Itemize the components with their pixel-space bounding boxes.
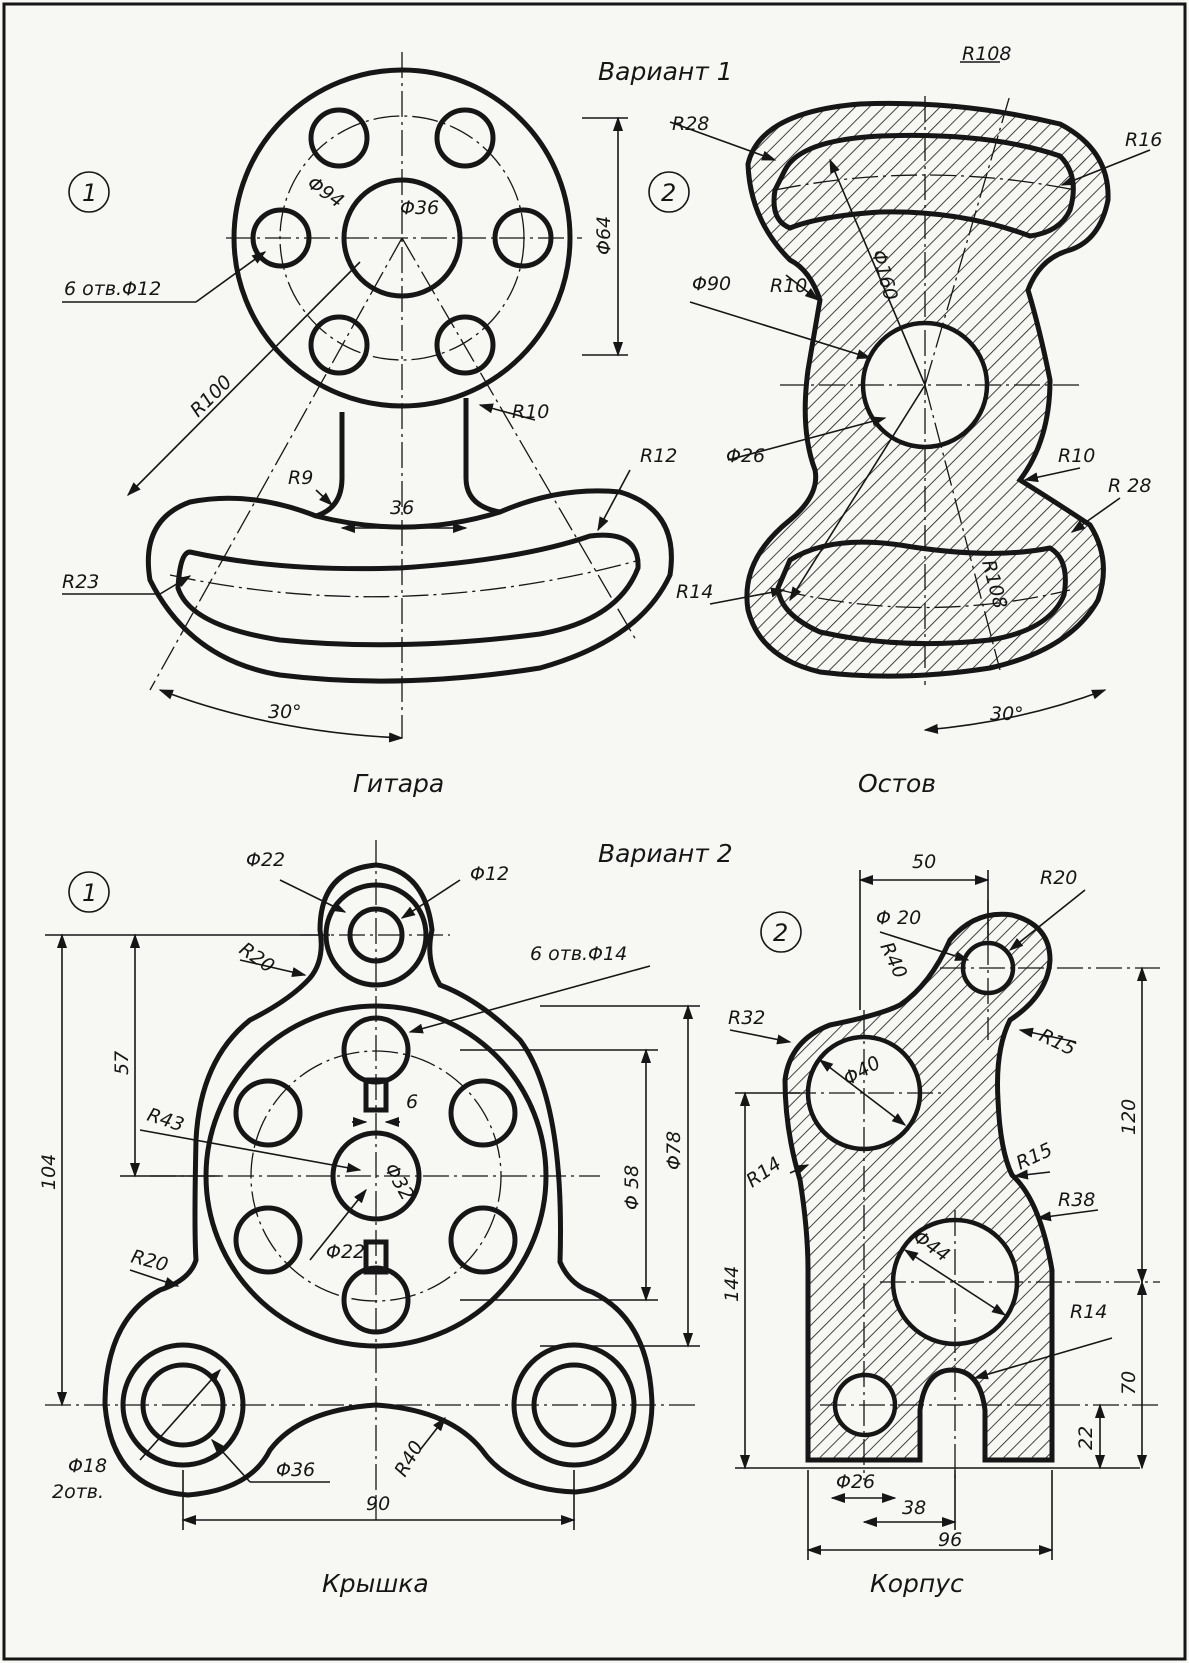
- dim-r9: R9: [288, 467, 313, 489]
- dim-r16: R16: [1125, 129, 1162, 151]
- dim-r15a: R15: [1036, 1025, 1079, 1061]
- dim-h22: 22: [1075, 1426, 1097, 1450]
- dim-w38: 38: [902, 1497, 926, 1519]
- dim-holes: 6 отв.Φ14: [530, 943, 627, 965]
- dim-r40: R40: [390, 1437, 428, 1480]
- dim-r23: R23: [62, 571, 99, 593]
- dim-d90: Φ90: [692, 273, 731, 295]
- dim-holes: 6 отв.Φ12: [64, 278, 161, 300]
- dim-h57: 57: [111, 1051, 133, 1075]
- caption-frame: Остов: [858, 769, 936, 798]
- dim-r20: R20: [1040, 867, 1077, 889]
- svg-text:2: 2: [773, 919, 788, 947]
- dim-r14a: R14: [742, 1153, 785, 1192]
- dim-r10a: R10: [770, 275, 807, 297]
- dim-h104: 104: [38, 1154, 60, 1190]
- dim-a30: 30°: [990, 703, 1024, 725]
- dim-w36: 36: [390, 497, 414, 519]
- part-frame: R108 R28 R16 Φ90 R10 Φ160 Φ26 R10 R 28 R…: [669, 43, 1162, 798]
- dim-r38: R38: [1058, 1189, 1095, 1211]
- caption-cover: Крышка: [322, 1569, 429, 1598]
- dim-d64: Φ64: [593, 216, 615, 255]
- variant-2-title: Вариант 2: [598, 839, 733, 868]
- part-body: 50 R20 Φ 20 R40 R32 R15 Φ40 120 R14 R15 …: [721, 851, 1160, 1598]
- dim-holes2: 2отв.: [52, 1481, 104, 1503]
- dim-r15b: R15: [1013, 1139, 1056, 1175]
- dim-d78: Φ78: [663, 1131, 685, 1170]
- dim-w90: 90: [366, 1493, 390, 1515]
- dim-h144: 144: [721, 1266, 743, 1302]
- dim-r14b: R14: [1070, 1301, 1107, 1323]
- svg-text:1: 1: [82, 179, 97, 207]
- dim-d94: Φ94: [303, 172, 348, 212]
- dim-h70: 70: [1118, 1371, 1140, 1395]
- dim-r100: R100: [186, 371, 237, 422]
- dim-w6: 6: [406, 1091, 418, 1113]
- dim-w96: 96: [938, 1529, 962, 1551]
- dim-d26: Φ26: [726, 445, 765, 467]
- dim-r40: R40: [875, 939, 911, 982]
- dim-d22a: Φ22: [246, 849, 285, 871]
- dim-r32: R32: [728, 1007, 765, 1029]
- badge-2-body: 2: [760, 911, 802, 953]
- dim-r28b: R 28: [1108, 475, 1151, 497]
- dim-d18: Φ18: [68, 1455, 107, 1477]
- part-cover: Φ22 Φ12 R20 6 отв.Φ14 57 104 R43 6 Φ32 Φ…: [38, 840, 700, 1598]
- dim-r20a: R20: [235, 938, 278, 977]
- badge-1-cover: 1: [68, 871, 110, 913]
- dim-d20: Φ 20: [876, 907, 921, 929]
- dim-r108a: R108: [962, 43, 1011, 65]
- dim-r28a: R28: [672, 113, 709, 135]
- dim-a30: 30°: [268, 701, 302, 723]
- dim-d36: Φ36: [400, 197, 439, 219]
- dim-w50: 50: [912, 851, 936, 873]
- badge-1-guitar: 1: [68, 171, 110, 213]
- dim-r14: R14: [676, 581, 713, 603]
- caption-body: Корпус: [870, 1569, 964, 1598]
- dim-d58: Φ 58: [621, 1165, 643, 1210]
- dim-r12: R12: [640, 445, 677, 467]
- badge-2-frame: 2: [648, 171, 690, 213]
- dim-d36: Φ36: [276, 1459, 315, 1481]
- dim-h120: 120: [1118, 1099, 1140, 1135]
- dim-r10b: R10: [1058, 445, 1095, 467]
- part-guitar: Φ94 Φ36 Φ64 6 отв.Φ12 R100 R10 R9 36 R12…: [62, 52, 677, 798]
- svg-text:2: 2: [661, 179, 676, 207]
- dim-d22b: Φ22: [326, 1241, 365, 1263]
- caption-guitar: Гитара: [353, 769, 444, 798]
- svg-text:1: 1: [82, 879, 97, 907]
- variant-1-title: Вариант 1: [598, 57, 733, 86]
- dim-d12: Φ12: [470, 863, 509, 885]
- dim-r10: R10: [512, 401, 549, 423]
- dim-d26: Φ26: [836, 1471, 875, 1493]
